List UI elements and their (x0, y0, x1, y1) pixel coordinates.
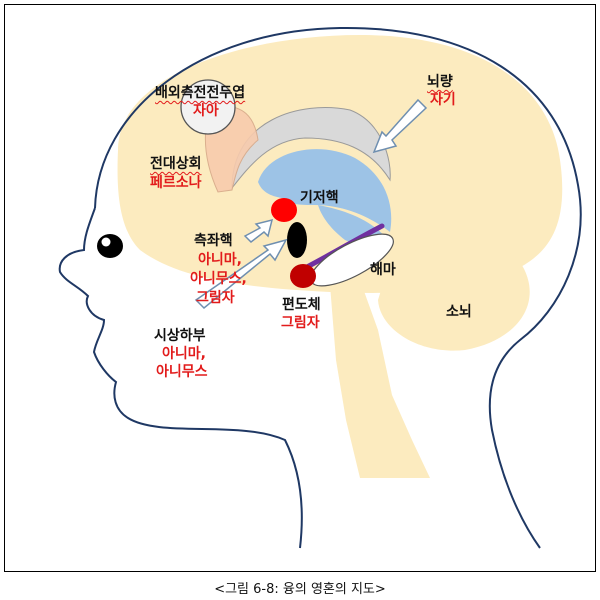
label-prefrontal-archetype: 자아 (193, 103, 219, 119)
label-accumbens-archetype-3: 그림자 (196, 290, 235, 306)
prefrontal-node (180, 79, 236, 135)
eye (97, 234, 123, 258)
brain-stem (330, 280, 430, 478)
label-accumbens-archetype-2: 아니무스, (190, 271, 247, 287)
label-accumbens: 측좌핵 (194, 233, 233, 249)
label-hypothalamus: 시상하부 (154, 328, 206, 344)
cerebellum (378, 242, 530, 351)
amygdala-dot (290, 264, 316, 288)
nucleus-accumbens-dot (271, 198, 297, 222)
label-accumbens-archetype-1: 아니마, (198, 252, 242, 268)
label-hypothalamus-archetype-1: 아니마, (162, 346, 206, 362)
eye-highlight (101, 237, 111, 247)
label-cingulate: 전대상회 (150, 156, 202, 172)
label-corpus-callosum: 뇌량 (427, 74, 453, 90)
anterior-cingulate (231, 107, 391, 190)
label-cingulate-archetype: 페르소나 (150, 175, 202, 191)
label-hypothalamus-archetype-2: 아니무스 (156, 364, 208, 380)
label-hippocampus: 해마 (370, 262, 396, 278)
label-basal-ganglia: 기저핵 (300, 190, 339, 206)
label-corpus-callosum-archetype: 자기 (430, 92, 456, 108)
hypothalamus-dot (287, 222, 307, 258)
head-outline (58, 26, 582, 549)
basal-ganglia-shape (258, 149, 392, 232)
figure-caption: <그림 6-8: 융의 영혼의 지도> (214, 582, 386, 597)
arrow-to-corpus-callosum (372, 98, 428, 154)
label-prefrontal: 배외측전전두엽 (155, 85, 246, 101)
arrow-to-accumbens (243, 218, 274, 243)
label-amygdala: 편도체 (282, 297, 321, 313)
label-cerebellum: 소뇌 (446, 304, 472, 320)
arrow-to-hypothalamus (194, 238, 288, 310)
label-amygdala-archetype: 그림자 (281, 315, 320, 331)
